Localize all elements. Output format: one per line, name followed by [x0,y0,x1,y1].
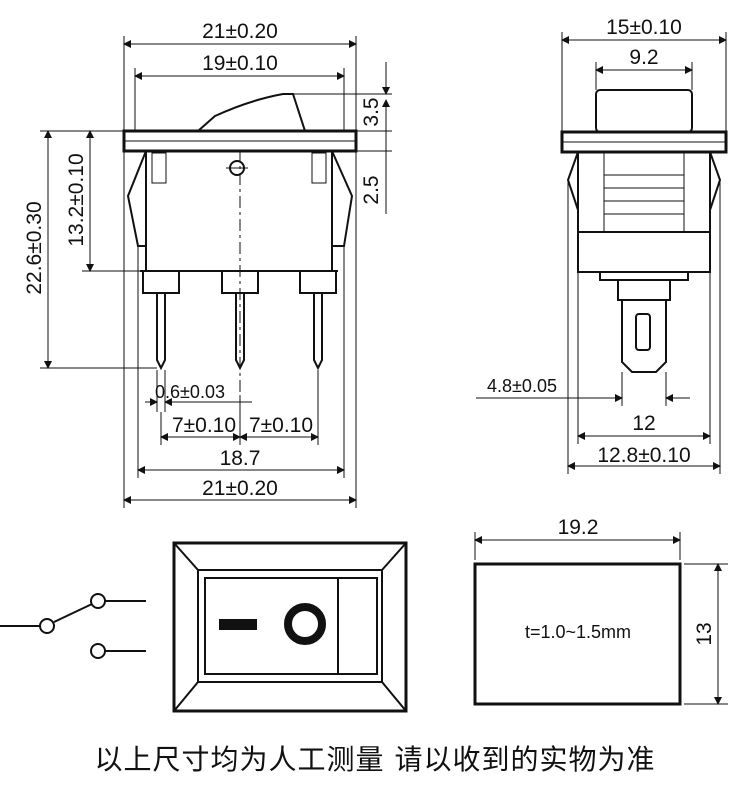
front-view: 21±0.20 19±0.10 3.5 2.5 22.6±0.30 13.2±0… [23,20,392,508]
measurement-disclaimer: 以上尺寸均为人工测量 请以收到的实物为准 [94,743,656,776]
dim-total-height: 22.6±0.30 [23,201,46,294]
dim-overall-depth: 15±0.10 [606,16,682,39]
dim-cutout-height: 13 [693,622,716,645]
dim-pitch-left: 7±0.10 [172,414,236,437]
rocker-outline [197,93,306,132]
dim-overall-width: 21±0.20 [202,20,278,43]
side-view: 15±0.10 9.2 4.8±0.05 12 12.8±0.10 [476,16,728,474]
on-symbol-circle [284,603,326,645]
dim-pitch-right: 7±0.10 [249,414,313,437]
dim-rocker-height: 3.5 [360,97,383,126]
dim-body-depth: 12 [632,412,655,435]
terminal-left [156,293,166,371]
side-rocker [595,89,693,133]
switch-schematic-symbol [0,593,146,659]
dim-housing-width: 19±0.10 [202,52,278,75]
dim-bottom-width: 21±0.20 [202,477,278,500]
left-snap-clip [126,150,147,247]
housing-body [145,150,333,272]
dim-terminal-thickness: 0.6±0.03 [155,382,225,402]
top-view [172,541,408,713]
dim-flange-to-body: 2.5 [360,175,383,204]
right-snap-clip [331,150,354,247]
dim-body-height: 13.2±0.10 [65,153,88,246]
off-symbol-bar [219,619,257,630]
panel-thickness-note: t=1.0~1.5mm [525,622,631,642]
side-terminal [621,300,667,373]
dim-cutout-width: 19.2 [558,516,599,539]
dim-rocker-depth: 9.2 [629,46,658,69]
dim-base-depth: 12.8±0.10 [597,444,690,467]
dim-terminal-span: 18.7 [220,447,261,470]
panel-cutout: 19.2 13 t=1.0~1.5mm [473,516,728,706]
dim-terminal-width: 4.8±0.05 [487,376,557,396]
terminal-right [313,293,323,371]
